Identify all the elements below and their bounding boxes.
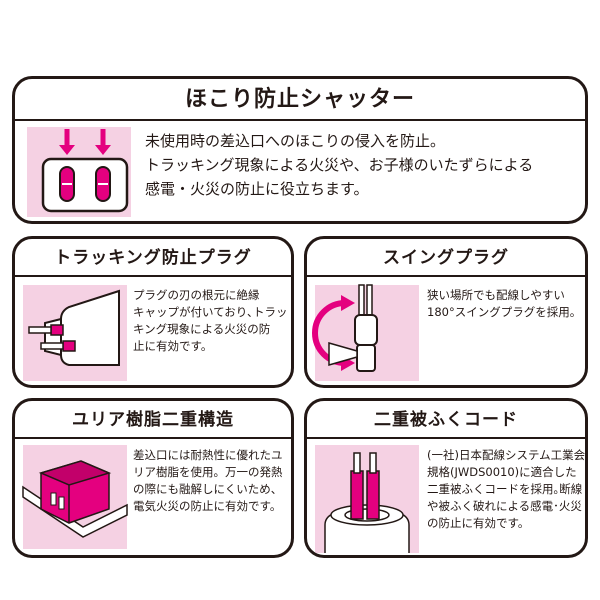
- double-cord-description: (一社)日本配線システム工業会 規格(JWDS0010)に適合した 二重被ふくコ…: [427, 448, 586, 530]
- socket-block-icon: [22, 460, 128, 538]
- plug-icon: [28, 289, 120, 366]
- swing-plug-title: スイングプラグ: [383, 248, 509, 268]
- divider: [307, 275, 585, 277]
- swing-plug-icon: [312, 284, 378, 372]
- dust-shutter-description: 未使用時の差込口へのほこりの侵入を防止。 トラッキング現象による火災や、お子様の…: [145, 132, 534, 198]
- dust-shutter-card: ほこり防止シャッター 未使用時の差込口へのほこりの侵入を防止。 トラッキング現象…: [12, 76, 588, 224]
- divider: [15, 437, 291, 439]
- divider: [307, 437, 585, 439]
- double-cord-card: 二重被ふくコード (一社)日本配線システム工業会 規格(JWDS0010)に適合…: [304, 398, 588, 558]
- urea-resin-description: 差込口には耐熱性に優れたユ リア樹脂を使用。万一の発熱 の際にも融解しにくいため…: [133, 448, 283, 513]
- swing-plug-card: スイングプラグ 狭い場所でも配線しやすい 180°スイングプラグを採用。: [304, 236, 588, 388]
- urea-resin-card: ユリア樹脂二重構造 差込口には耐熱性に優れたユ リア樹脂を使用。万一の発熱 の際…: [12, 398, 294, 558]
- swing-plug-description: 狭い場所でも配線しやすい 180°スイングプラグを採用。: [427, 288, 582, 319]
- urea-resin-title: ユリア樹脂二重構造: [72, 410, 234, 430]
- double-cord-icon: [324, 452, 410, 553]
- divider: [15, 275, 291, 277]
- dust-shutter-title: ほこり防止シャッター: [184, 87, 415, 112]
- double-cord-title: 二重被ふくコード: [374, 410, 518, 430]
- tracking-plug-description: プラグの刃の根元に絶縁 キャップが付いており､トラッ キング現象による火災の防 …: [133, 288, 288, 353]
- divider: [15, 119, 585, 121]
- tracking-plug-title: トラッキング防止プラグ: [54, 248, 252, 268]
- outlet-shutter-icon: [41, 129, 129, 213]
- tracking-plug-card: トラッキング防止プラグ プラグの刃の根元に絶縁 キャップが付いており､トラッ キ…: [12, 236, 294, 388]
